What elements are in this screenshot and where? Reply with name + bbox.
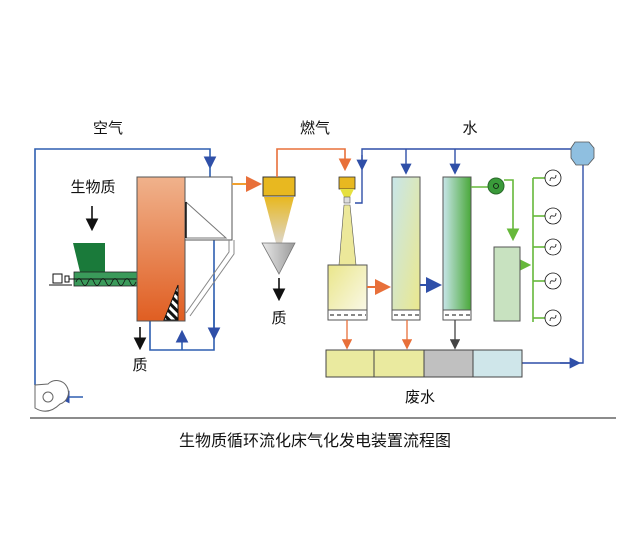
waste-tank-1: [325, 349, 375, 378]
label-water: 水: [462, 119, 477, 137]
label-waste-water: 废水: [405, 388, 435, 406]
waste-tank-4: [472, 349, 523, 378]
waste-water-tanks: [325, 349, 523, 378]
water-line: [355, 148, 584, 369]
label-fuel-gas: 燃气: [300, 119, 330, 137]
label-ash-cyclone: 质: [271, 309, 286, 327]
gas-blower-icon: [487, 177, 505, 195]
distributor-hatch: [163, 284, 179, 321]
washing-column-2: [442, 176, 472, 321]
cyclone-cone: [264, 197, 294, 243]
cyclone-top: [262, 176, 296, 197]
gas-tank: [493, 246, 521, 322]
air-fan-icon: [34, 380, 69, 412]
label-air: 空气: [93, 119, 123, 137]
air-line: [34, 148, 221, 404]
label-biomass: 生物质: [70, 178, 115, 196]
water-pump-icon: [570, 141, 595, 166]
waste-tank-2: [373, 349, 425, 378]
motor-icon: [49, 273, 137, 286]
waste-tank-3: [423, 349, 474, 378]
feed-hopper: [73, 243, 105, 272]
reactor-separator: [184, 176, 233, 241]
cyclone-ash-hopper: [261, 242, 296, 275]
fuel-gas-line: [276, 148, 352, 177]
venturi-throat: [338, 204, 357, 266]
washing-column-1: [391, 176, 421, 321]
power-line: [471, 177, 545, 322]
generator-icons: [544, 169, 562, 327]
label-ash-reactor: 质: [132, 356, 147, 374]
diagram-caption: 生物质循环流化床气化发电装置流程图: [179, 431, 451, 450]
venturi-inlet: [338, 176, 356, 190]
